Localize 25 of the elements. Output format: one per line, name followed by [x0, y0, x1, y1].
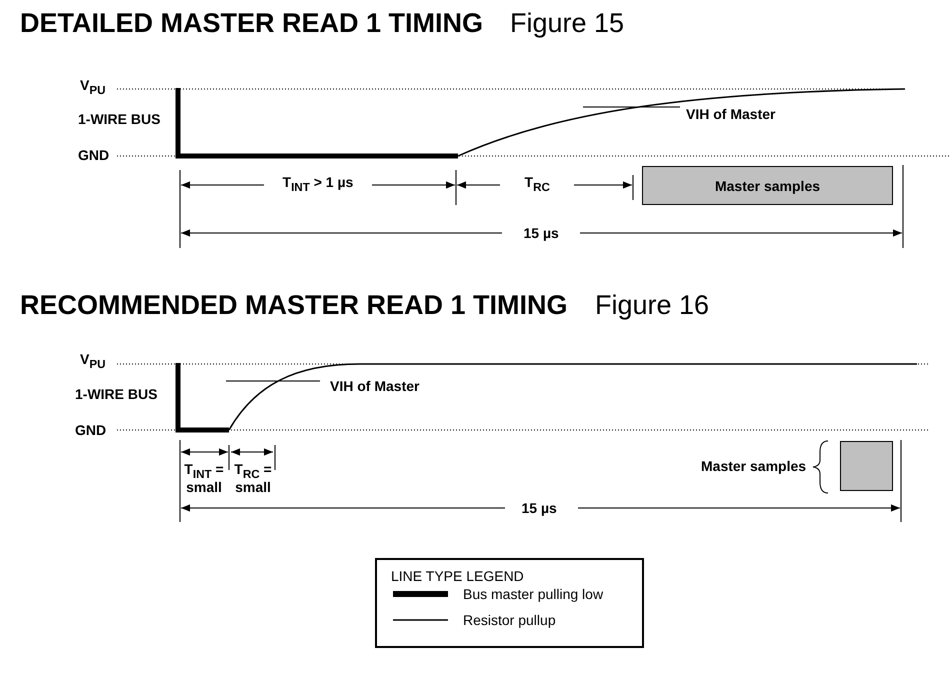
dimension-label: T$_{RC}$ = small	[233, 462, 273, 494]
level-label: V$_{PU}$	[80, 78, 106, 98]
dimension-label: T$_{RC}$	[524, 175, 550, 195]
legend-text: Resistor pullup	[463, 612, 556, 628]
level-label: V$_{PU}$	[80, 352, 106, 372]
level-label: VIH of Master	[686, 106, 776, 122]
heading: DETAILED MASTER READ 1 TIMING	[20, 9, 484, 39]
level-label: GND	[78, 148, 110, 163]
level-label: VIH of Master	[330, 378, 420, 394]
node-caption: Master samples	[701, 458, 806, 474]
sample-window-box	[840, 441, 893, 491]
dimension-label: 15 µs	[522, 500, 557, 516]
legend-text: Bus master pulling low	[463, 586, 604, 602]
box-label: Master samples	[714, 178, 820, 194]
dimension-label: T$_{INT}$ = small	[183, 462, 225, 494]
figure-label: Figure 16	[595, 291, 710, 321]
dimension-label: 15 µs	[524, 226, 559, 241]
level-label: GND	[75, 422, 106, 438]
legend-title: LINE TYPE LEGEND	[391, 568, 524, 584]
dimension-label: T$_{INT}$ > 1 µs	[282, 175, 354, 195]
signal-name: 1-WIRE BUS	[75, 386, 158, 402]
heading: RECOMMENDED MASTER READ 1 TIMING	[20, 291, 568, 321]
sample-window-box	[642, 166, 893, 205]
figure-label: Figure 15	[510, 9, 624, 39]
signal-name: 1-WIRE BUS	[78, 112, 160, 127]
